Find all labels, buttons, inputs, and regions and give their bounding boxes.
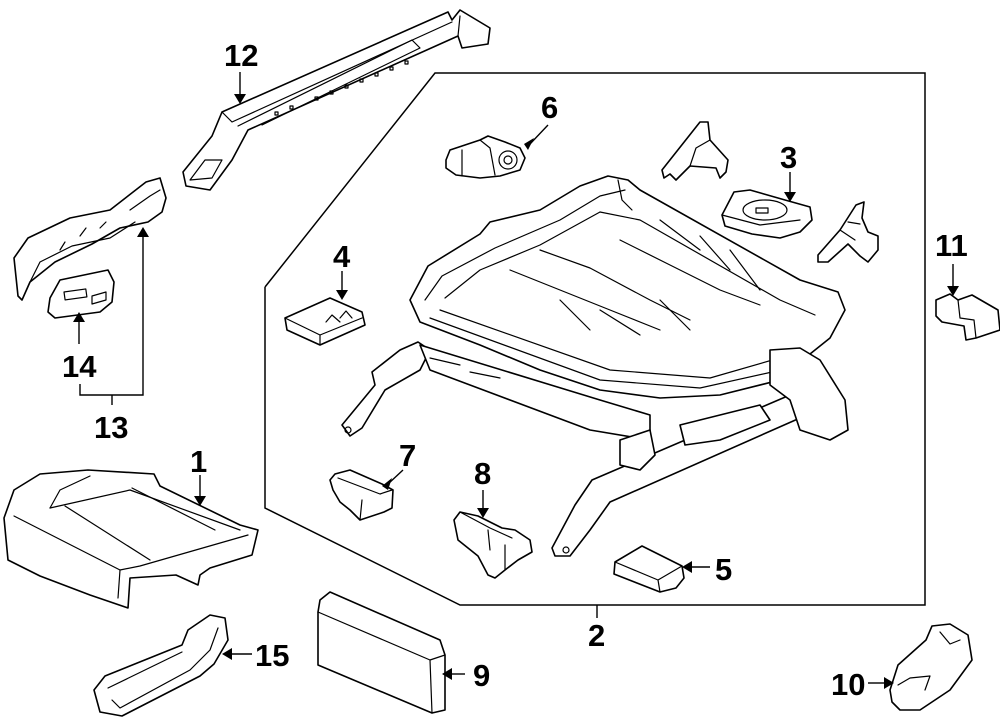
callout-6[interactable]: 6 <box>541 90 558 125</box>
part-track-cover-front[interactable] <box>935 293 1000 341</box>
callouts: 1 2 3 4 5 6 7 8 9 10 11 12 13 14 15 <box>62 38 968 702</box>
part-seat-pad[interactable] <box>317 591 446 714</box>
part-track-cover-rear[interactable] <box>889 623 973 711</box>
part-seat-switch[interactable] <box>47 269 115 319</box>
part-outer-trim[interactable] <box>93 614 229 717</box>
part-seat-frame[interactable] <box>409 175 846 399</box>
callout-3[interactable]: 3 <box>780 140 797 175</box>
part-height-motor[interactable] <box>453 511 533 579</box>
callout-12[interactable]: 12 <box>224 38 258 73</box>
callout-1[interactable]: 1 <box>190 444 207 479</box>
callout-9[interactable]: 9 <box>473 658 490 693</box>
part-seat-position-motor[interactable] <box>721 189 813 239</box>
callout-13[interactable]: 13 <box>94 410 128 445</box>
callout-4[interactable]: 4 <box>333 239 351 274</box>
part-recliner-motor[interactable] <box>445 135 526 179</box>
part-seat-tracks[interactable] <box>341 341 849 557</box>
part-switch-trim[interactable] <box>13 177 167 301</box>
part-seat-cushion[interactable] <box>3 469 259 609</box>
part-lumbar-motor[interactable] <box>329 469 394 521</box>
part-control-module[interactable] <box>284 297 366 346</box>
assembly-group-frame <box>264 72 926 618</box>
part-bracket-upper[interactable] <box>661 121 729 181</box>
callout-5[interactable]: 5 <box>715 552 732 587</box>
callout-14[interactable]: 14 <box>62 349 97 384</box>
callout-11[interactable]: 11 <box>935 228 968 263</box>
callout-2[interactable]: 2 <box>588 618 605 653</box>
callout-15[interactable]: 15 <box>255 638 289 673</box>
part-side-shield[interactable] <box>182 9 491 191</box>
leader-lines <box>73 72 959 689</box>
callout-10[interactable]: 10 <box>831 667 865 702</box>
callout-7[interactable]: 7 <box>399 438 416 473</box>
part-bracket-right[interactable] <box>817 201 879 263</box>
callout-8[interactable]: 8 <box>474 456 491 491</box>
part-control-module-right[interactable] <box>613 545 685 593</box>
